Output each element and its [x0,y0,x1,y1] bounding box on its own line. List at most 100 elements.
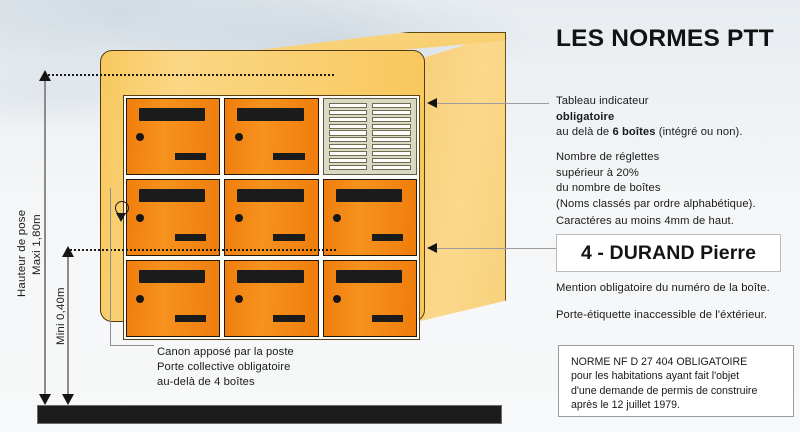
annotation-indicator-line2: obligatoire [556,110,615,123]
mailbox-cell[interactable] [126,98,221,175]
mail-slot [237,189,304,202]
canon-lock-marker-icon [112,201,130,227]
mail-slot [335,189,403,202]
leader-line-indicator [437,103,549,104]
dimension-line-mini [67,256,69,402]
annotation-number-required: Mention obligatoire du numéro de la boît… [556,282,770,294]
norm-reference-box: NORME NF D 27 404 OBLIGATOIRE pour les h… [558,345,794,417]
mailbox-cell[interactable] [322,179,417,256]
name-plate-text: 4 - DURAND Pierre [580,241,757,264]
label-plate [175,234,207,241]
mailbox-cell[interactable] [322,260,417,337]
label-plate [175,153,207,160]
dimension-line-maxi [44,80,46,402]
reglette [372,157,411,164]
reglette [372,109,411,116]
label-plate [175,315,207,322]
norm-line2: pour les habitations ayant fait l'objet [571,370,740,383]
mailbox-grid-container [123,95,420,340]
lock-knob-icon [234,294,243,303]
reglette [328,164,368,170]
annotation-reglettes-line4: (Noms classés par ordre alphabétique). [556,197,756,210]
indicator-board [322,98,417,175]
dotted-reference-line-top [44,74,334,76]
name-plate-example: 4 - DURAND Pierre [556,234,781,272]
reglette [372,151,411,157]
mail-slot [139,189,206,202]
mailbox-cell[interactable] [224,260,319,337]
reglette-column [372,103,411,170]
annotation-characters: Caractéres au moins 4mm de haut. [556,215,734,227]
reglette [372,116,411,122]
reglette [328,151,368,157]
label-plate [273,315,305,322]
lock-knob-icon [136,213,145,222]
dimension-arrow-down-maxi [39,394,51,405]
reglette [372,123,411,129]
mailbox-cell[interactable] [224,98,319,175]
lock-knob-icon [332,294,341,303]
annotation-indicator-line3-bold: 6 boîtes [612,126,656,138]
reglette [328,109,368,116]
lock-knob-icon [234,132,243,141]
reglette [328,116,368,122]
norm-line1: NORME NF D 27 404 OBLIGATOIRE [571,356,748,368]
page-title: LES NORMES PTT [556,25,774,52]
reglette-column [328,103,368,170]
reglette [328,157,368,164]
lock-knob-icon [136,132,145,141]
cabinet-front-frame [100,50,425,340]
leader-arrow-nameplate [427,243,437,253]
annotation-reglettes-line2: supérieur à 20% [556,166,639,179]
reglette [328,103,368,109]
annotation-indicator-line3-pre: au delà de [556,126,613,138]
mail-slot [139,108,206,121]
reglette [328,137,368,143]
lock-knob-icon [332,213,341,222]
reglette [372,144,411,150]
annotation-canon-line3: au-delà de 4 boîtes [157,376,255,388]
dimension-arrow-up-maxi [39,70,51,81]
mail-slot [237,270,304,283]
dotted-reference-line-bottom [66,249,336,251]
annotation-reglettes: Nombre de réglettes supérieur à 20% du n… [556,150,796,212]
canon-arrow-icon [116,213,126,222]
lock-knob-icon [234,213,243,222]
annotation-canon: Canon apposé par la poste Porte collecti… [157,345,387,390]
dimension-label-maxi-line2: Maxi 1,80m [31,214,43,275]
mailbox-cell[interactable] [126,260,221,337]
mailbox-cell[interactable] [224,179,319,256]
mailbox-cabinet [92,20,506,340]
annotation-indicator-line1: Tableau indicateur [556,95,649,107]
reglette [328,144,368,150]
norm-line3: d'une demande de permis de construire [571,384,758,397]
annotation-reglettes-line3: du nombre de boîtes [556,182,661,194]
annotation-reglettes-line1: Nombre de réglettes [556,151,660,163]
label-plate [273,234,305,241]
label-plate [273,153,305,160]
mailbox-cell[interactable] [126,179,221,256]
dimension-label-maxi-line1: Hauteur de pose [16,209,28,297]
dimension-arrow-up-mini [62,246,74,257]
annotation-indicator-line3: au delà de 6 boîtes (intégré ou non). [556,125,796,141]
reglette [328,130,368,136]
reglette [372,130,411,136]
dimension-arrow-down-mini [62,394,74,405]
reglette [328,123,368,129]
annotation-indicator: Tableau indicateur obligatoire au delà d… [556,94,796,141]
mail-slot [237,108,304,121]
mailbox-grid [126,98,417,337]
label-plate [371,234,404,241]
lock-knob-icon [136,294,145,303]
mail-slot [139,270,206,283]
reglette [372,137,411,143]
leader-line-canon-vertical [109,188,111,346]
annotation-canon-line1: Canon apposé par la poste [157,346,294,358]
label-plate [371,315,404,322]
reglette [372,164,411,170]
leader-line-canon-horizontal [109,345,154,347]
dimension-label-mini: Mini 0,40m [55,287,67,345]
annotation-indicator-line3-post: (intégré ou non). [655,126,743,138]
annotation-canon-line2: Porte collective obligatoire [157,361,291,373]
